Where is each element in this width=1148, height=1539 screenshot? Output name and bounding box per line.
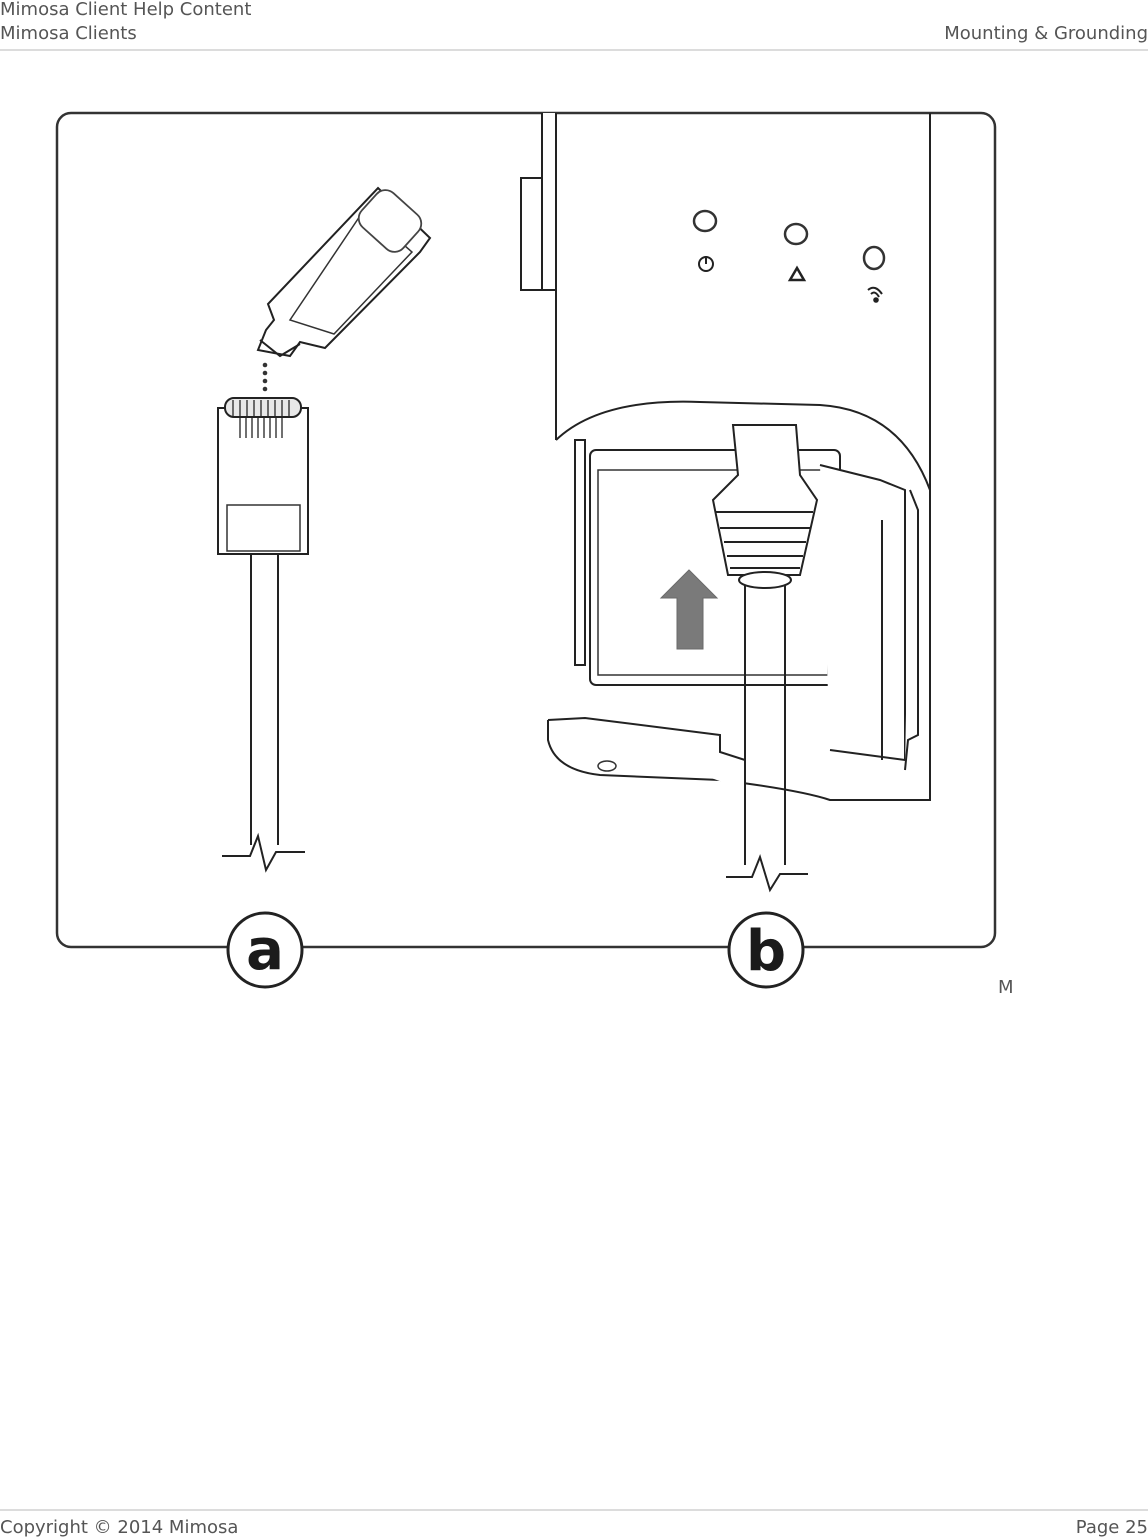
led-indicators bbox=[692, 209, 886, 271]
chapter-name: Mounting & Grounding bbox=[944, 23, 1148, 44]
footer-divider bbox=[0, 1509, 1148, 1511]
cable-a bbox=[222, 554, 305, 873]
copyright-text: Copyright © 2014 Mimosa bbox=[0, 1517, 239, 1538]
radio-unit bbox=[520, 113, 931, 801]
wifi-icon bbox=[867, 286, 883, 303]
installation-illustration: a b bbox=[55, 111, 997, 989]
label-b-badge: b bbox=[727, 911, 805, 989]
label-a-badge: a bbox=[226, 911, 304, 989]
label-a: a bbox=[246, 918, 284, 983]
cable-boot bbox=[711, 424, 819, 589]
header-divider bbox=[0, 49, 1148, 51]
recycle-icon bbox=[787, 265, 807, 282]
illustration-frame bbox=[55, 111, 997, 949]
rj45-connector bbox=[217, 397, 309, 555]
insert-arrow bbox=[659, 569, 719, 650]
grease-tube bbox=[256, 186, 432, 358]
section-name: Mimosa Clients bbox=[0, 23, 137, 44]
document-title: Mimosa Client Help Content bbox=[0, 0, 252, 20]
grease-drip-dots bbox=[262, 362, 268, 392]
page-number: Page 25 bbox=[1075, 1517, 1148, 1538]
figure-trailing-text: M bbox=[998, 977, 1014, 998]
cable-b bbox=[726, 585, 808, 893]
label-b: b bbox=[746, 919, 786, 984]
power-icon bbox=[698, 256, 714, 272]
